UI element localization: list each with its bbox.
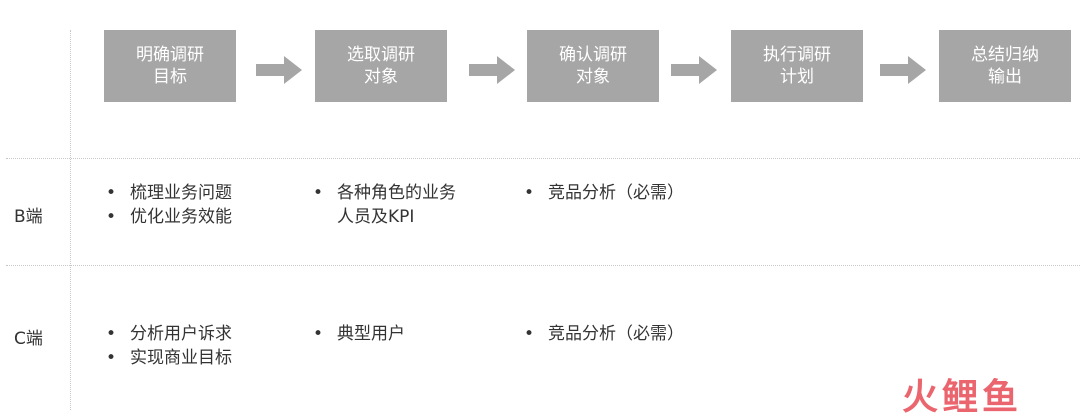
list-item-line-1: 各种角色的业务	[337, 183, 456, 203]
c-side-target-list: 典型用户	[311, 322, 405, 346]
step-1-label: 明确调研 目标	[136, 45, 204, 87]
list-item: 梳理业务问题	[104, 181, 232, 205]
b-side-competitor-list: 竞品分析（必需）	[522, 181, 684, 205]
arrow-right-icon	[469, 56, 515, 84]
watermark-text: 火鲤鱼	[902, 377, 1022, 414]
list-item: 各种角色的业务 人员及KPI	[311, 181, 456, 229]
step-3-label: 确认调研 对象	[559, 45, 627, 87]
list-item: 分析用户诉求	[104, 322, 232, 346]
horizontal-divider-middle	[6, 265, 1080, 266]
step-1-define-goal: 明确调研 目标	[104, 30, 236, 102]
step-4-execute-plan: 执行调研 计划	[731, 30, 863, 102]
list-item: 实现商业目标	[104, 346, 232, 370]
list-item: 典型用户	[311, 322, 405, 346]
step-5-summarize-output: 总结归纳 输出	[939, 30, 1071, 102]
list-item: 竞品分析（必需）	[522, 322, 684, 346]
step-5-label: 总结归纳 输出	[971, 45, 1039, 87]
arrow-right-icon	[671, 56, 717, 84]
row-label-b-side: B端	[14, 207, 43, 227]
step-3-confirm-target: 确认调研 对象	[527, 30, 659, 102]
row-label-c-side: C端	[14, 329, 43, 349]
list-item-line-2: 人员及KPI	[337, 207, 415, 227]
watermark-logo: 火鲤鱼	[902, 377, 1022, 414]
c-side-goal-list: 分析用户诉求 实现商业目标	[104, 322, 232, 370]
c-side-competitor-list: 竞品分析（必需）	[522, 322, 684, 346]
step-2-label: 选取调研 对象	[347, 45, 415, 87]
horizontal-divider-top	[6, 158, 1080, 159]
vertical-divider	[70, 30, 71, 410]
arrow-right-icon	[256, 56, 302, 84]
list-item: 优化业务效能	[104, 205, 232, 229]
arrow-right-icon	[880, 56, 926, 84]
b-side-target-list: 各种角色的业务 人员及KPI	[311, 181, 456, 229]
list-item: 竞品分析（必需）	[522, 181, 684, 205]
b-side-goal-list: 梳理业务问题 优化业务效能	[104, 181, 232, 229]
step-2-select-target: 选取调研 对象	[315, 30, 447, 102]
step-4-label: 执行调研 计划	[763, 45, 831, 87]
